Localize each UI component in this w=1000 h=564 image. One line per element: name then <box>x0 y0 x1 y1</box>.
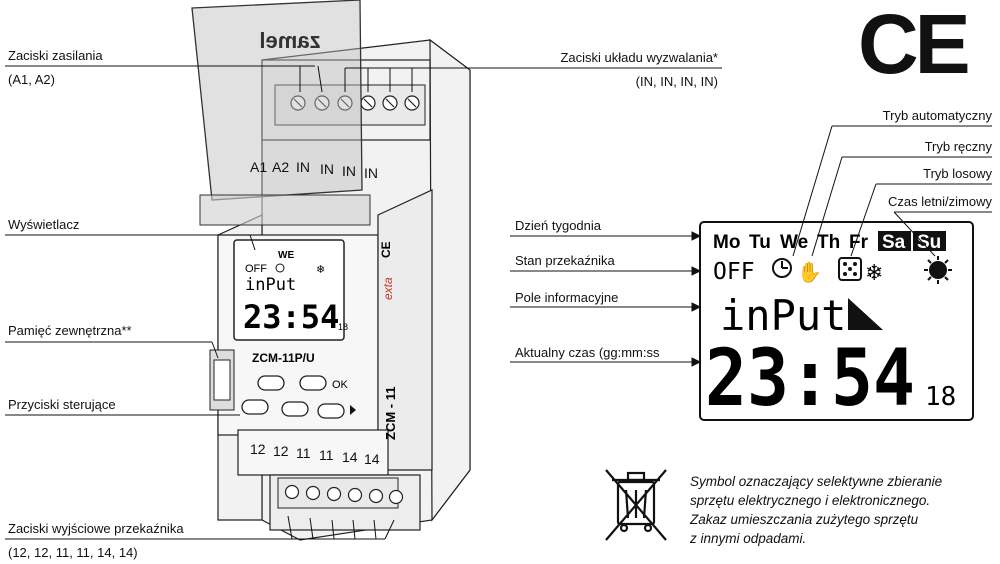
ce-mark: CE <box>858 0 971 91</box>
left-button[interactable] <box>281 401 309 417</box>
label-random-mode: Tryb losowy <box>923 166 992 181</box>
terminal-screw <box>305 485 321 501</box>
terminal-label: IN <box>296 159 310 175</box>
device-lcd-seconds: 18 <box>338 322 348 332</box>
label-summer-winter-time: Czas letni/zimowy <box>887 194 992 209</box>
label-auto-mode: Tryb automatyczny <box>882 108 992 123</box>
label-control-buttons: Przyciski sterujące <box>8 397 116 412</box>
terminal-label: 14 <box>364 451 380 467</box>
bottom-terminal-labels: 12 12 11 11 14 14 <box>250 441 380 467</box>
label-day-of-week: Dzień tygodnia <box>515 218 601 233</box>
cover-brand-mirrored: zamel <box>259 28 320 53</box>
terminal-screw <box>388 489 404 505</box>
label-manual-mode: Tryb ręczny <box>924 139 992 154</box>
terminal-screw <box>347 487 363 503</box>
device-side-brand: exta <box>381 277 395 300</box>
device-model: ZCM-11P/U <box>252 351 315 365</box>
terminal-label: 14 <box>342 449 358 465</box>
terminal-screw <box>326 486 342 502</box>
terminal-label: IN <box>320 161 334 177</box>
terminal-label: 12 <box>250 441 266 457</box>
mode-button[interactable] <box>257 375 285 391</box>
terminal-label: 11 <box>319 447 334 463</box>
device-lcd: WE OFF ❄ inPut 23:54 18 <box>233 239 348 341</box>
control-buttons-group <box>241 375 345 419</box>
terminal-screw <box>368 488 384 504</box>
weee-note: Symbol oznaczający selektywne zbieranie … <box>690 472 942 548</box>
label-power-terminals-ids: (A1, A2) <box>8 72 55 87</box>
device-lcd-day: WE <box>278 250 294 261</box>
label-relay-state: Stan przekaźnika <box>515 253 615 268</box>
clock-icon <box>275 263 285 273</box>
terminal-label: 12 <box>273 443 289 459</box>
terminal-label: A2 <box>272 159 289 175</box>
label-trigger-terminals: Zaciski układu wyzwalania* <box>560 50 718 65</box>
label-current-time: Aktualny czas (gg:mm:ss <box>515 345 660 360</box>
terminal-label: 11 <box>296 445 311 461</box>
arrow-right-icon <box>350 405 356 415</box>
device-lcd-time: 23:54 <box>243 298 339 336</box>
top-terminal-labels: A1 A2 IN IN IN IN <box>250 159 378 181</box>
device-lcd-info: inPut <box>245 275 296 295</box>
right-button[interactable] <box>317 403 345 419</box>
label-relay-output-terminals-ids: (12, 12, 11, 11, 14, 14) <box>8 545 138 560</box>
label-external-memory: Pamięć zewnętrzna** <box>8 323 132 338</box>
terminal-label: A1 <box>250 159 267 175</box>
terminal-label: IN <box>342 163 356 179</box>
label-display: Wyświetlacz <box>8 217 80 232</box>
weee-note-line: z innymi odpadami. <box>690 531 807 546</box>
manual-button[interactable] <box>241 399 269 415</box>
ok-button[interactable] <box>299 375 327 391</box>
terminal-label: IN <box>364 165 378 181</box>
label-relay-output-terminals: Zaciski wyjściowe przekaźnika <box>8 521 184 536</box>
label-power-terminals: Zaciski zasilania <box>8 48 103 63</box>
weee-note-line: Symbol oznaczający selektywne zbieranie <box>690 474 943 489</box>
external-memory-slot <box>209 349 235 411</box>
weee-note-line: sprzętu elektrycznego i elektronicznego. <box>690 493 931 508</box>
ok-button-label: OK <box>332 379 349 391</box>
terminal-screw <box>284 484 300 500</box>
device-side-model: ZCM - 11 <box>383 387 398 440</box>
label-trigger-terminals-ids: (IN, IN, IN, IN) <box>635 74 718 89</box>
bottom-terminal-block <box>277 477 404 509</box>
snowflake-icon: ❄ <box>316 264 325 276</box>
label-info-field: Pole informacyjne <box>515 290 619 305</box>
transparent-cover: zamel <box>191 0 371 226</box>
weee-note-line: Zakaz umieszczania zużytego sprzętu <box>690 512 919 527</box>
leader-lines <box>5 65 722 540</box>
device-lcd-relay: OFF <box>245 263 267 275</box>
side-ce-mark: CE <box>379 241 393 258</box>
